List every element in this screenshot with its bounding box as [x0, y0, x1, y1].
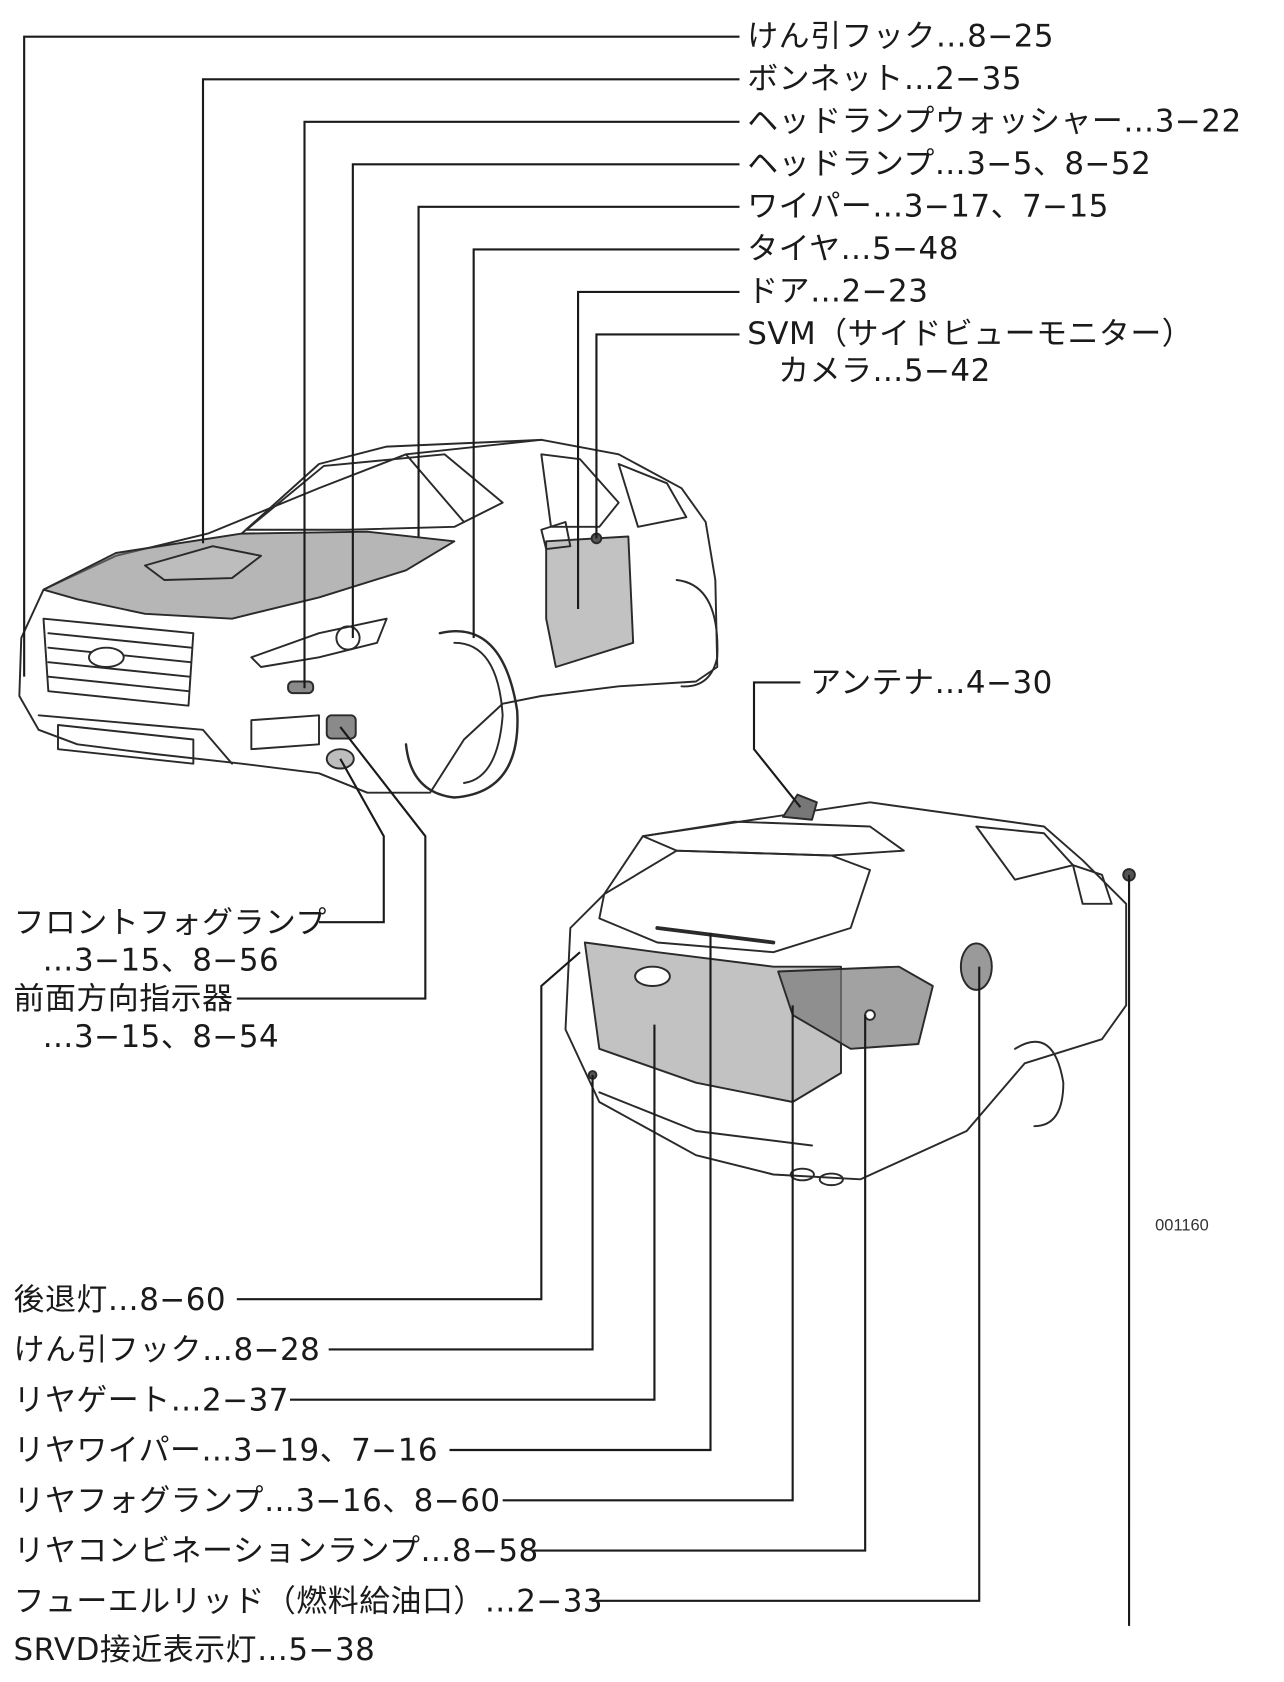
label-front-turn-signal: 前面方向指示器: [13, 980, 234, 1017]
rear-car-body: [564, 801, 1128, 1181]
front-car-body: [18, 438, 719, 794]
headlamp-washer-shape: [287, 680, 315, 695]
leader-lines: [23, 35, 1131, 1626]
front-windshield: [245, 453, 504, 531]
front-car-drawing: [18, 438, 719, 799]
label-front-fog-lamp: フロントフォグランプ: [13, 903, 327, 941]
label-tow-hook-front: けん引フック…8−25: [747, 17, 1055, 55]
label-srvd-lamp: SRVD接近表示灯…5−38: [13, 1630, 376, 1668]
label-rear-fog-lamp: リヤフォグランプ…3−16、8−60: [13, 1481, 501, 1519]
label-antenna: アンテナ…4−30: [810, 664, 1053, 701]
label-door: ドア…2−23: [747, 272, 929, 310]
label-rear-combination-lamp: リヤコンビネーションランプ…8−58: [13, 1532, 539, 1569]
rear-wiper-shape: [655, 926, 776, 945]
label-headlamp-washer: ヘッドランプウォッシャー…3−22: [747, 102, 1242, 140]
label-tire: タイヤ…5−48: [747, 230, 959, 267]
bonnet-shape: [42, 530, 456, 620]
label-tow-hook-rear: けん引フック…8−28: [13, 1331, 321, 1368]
svm-camera-mirror: [540, 521, 572, 551]
rear-car-drawing: [564, 793, 1136, 1187]
headlamp-shape: [250, 617, 388, 668]
label-rear-gate: リヤゲート…2−37: [13, 1381, 289, 1419]
label-fuel-lid: フューエルリッド（燃料給油口）…2−33: [13, 1582, 604, 1620]
label-svm-camera: SVM（サイドビューモニター）: [747, 315, 1194, 352]
front-car-roof: [240, 438, 543, 535]
rear-gate-shape: [583, 941, 842, 1103]
label-rear-wiper: リヤワイパー…3−19、7−16: [13, 1431, 439, 1469]
front-side-window: [540, 453, 620, 528]
front-tire-shape: [404, 630, 519, 799]
rear-window: [598, 849, 871, 954]
label-svm-camera-line2: カメラ…5−42: [778, 351, 991, 389]
label-backup-lamp: 後退灯…8−60: [13, 1280, 227, 1318]
label-wiper: ワイパー…3−17、7−15: [747, 187, 1109, 225]
label-headlamp: ヘッドランプ…3−5、8−52: [747, 145, 1152, 182]
vehicle-illustration: [18, 35, 1136, 1626]
label-bonnet: ボンネット…2−35: [747, 59, 1023, 97]
door-shape: [545, 535, 635, 668]
parts-location-diagram: けん引フック…8−25 ボンネット…2−35 ヘッドランプウォッシャー…3−22…: [13, 17, 1242, 1666]
figure-code: 001160: [1155, 1216, 1209, 1235]
label-front-turn-signal-line2: …3−15、8−54: [42, 1017, 280, 1055]
front-grille: [42, 617, 195, 707]
fuel-lid-shape: [959, 942, 993, 991]
label-front-fog-lamp-line2: …3−15、8−56: [42, 941, 280, 979]
